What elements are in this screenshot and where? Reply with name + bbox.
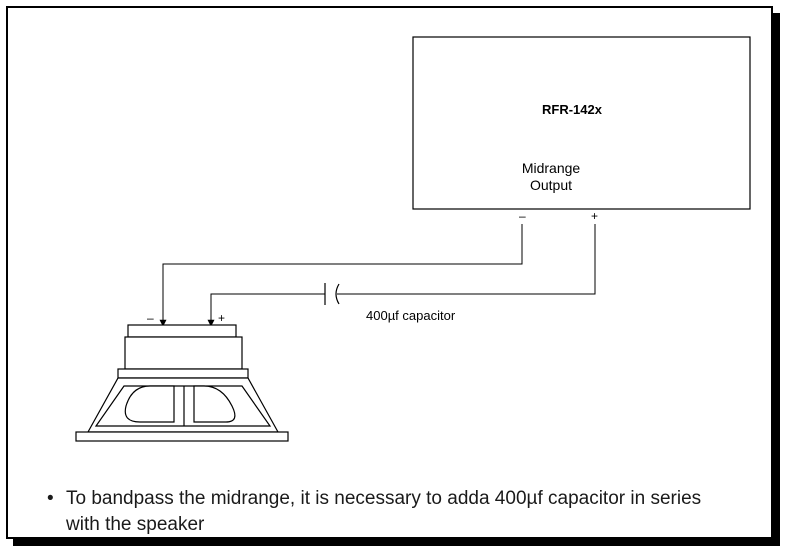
- capacitor-symbol: [324, 283, 340, 305]
- negative-wire: [159, 224, 523, 327]
- capacitor-label: 400µf capacitor: [366, 308, 456, 323]
- amplifier-model: RFR-142x: [542, 102, 603, 117]
- wiring-diagram: RFR-142x Midrange Output – + 400µf capac…: [75, 36, 751, 442]
- amp-terminal-positive: +: [591, 209, 598, 223]
- amplifier-box: RFR-142x Midrange Output – +: [412, 36, 751, 223]
- speaker-terminal-negative: –: [147, 311, 154, 325]
- speaker-icon: [75, 324, 289, 442]
- amp-terminal-negative: –: [519, 209, 526, 223]
- diagram-frame: RFR-142x Midrange Output – + 400µf capac…: [6, 6, 773, 539]
- speaker-terminal-positive: +: [218, 311, 225, 325]
- output-label-line1: Midrange: [522, 160, 581, 176]
- positive-wire-to-speaker: [207, 293, 325, 327]
- output-label-line2: Output: [530, 177, 572, 193]
- explanation-note: • To bandpass the midrange, it is necess…: [47, 486, 726, 538]
- note-text: To bandpass the midrange, it is necessar…: [66, 488, 702, 535]
- positive-wire: [337, 224, 596, 295]
- bullet-mark: •: [47, 488, 54, 509]
